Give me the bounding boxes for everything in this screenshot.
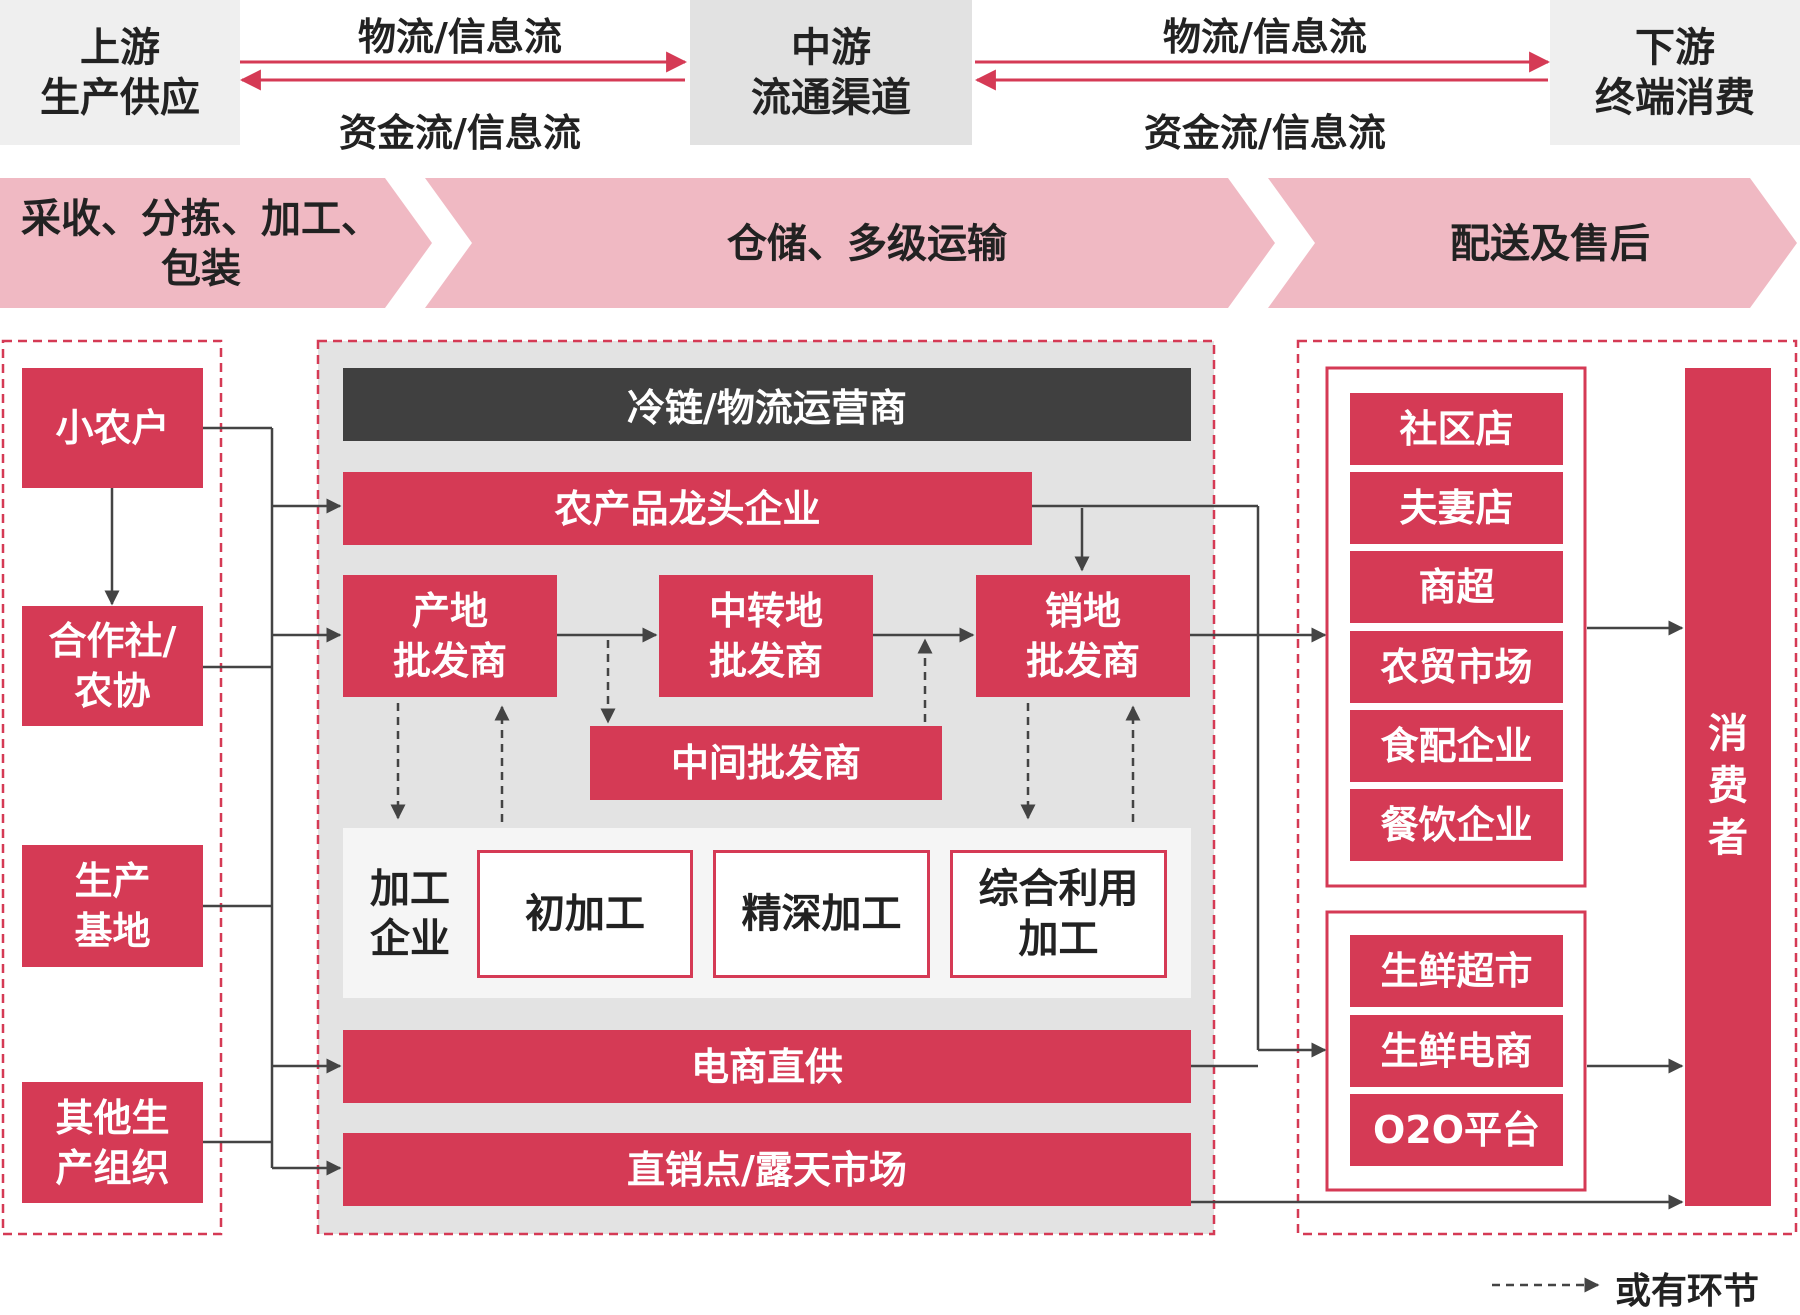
midstream-box: 中游 流通渠道 [690, 0, 972, 145]
chevron-stage-2 [425, 178, 1275, 308]
retail-catering: 餐饮企业 [1350, 789, 1563, 861]
primary-processing: 初加工 [477, 850, 693, 978]
stage-1-label: 采收、分拣、加工、 包装 [21, 196, 381, 292]
leading-enterprise: 农产品龙头企业 [343, 472, 1032, 545]
retail-food-distribution: 食配企业 [1350, 710, 1563, 782]
retail-farmers-market: 农贸市场 [1350, 631, 1563, 703]
flow-label-forward-left: 物流/信息流 [358, 15, 562, 59]
comprehensive-processing: 综合利用 加工 [950, 850, 1167, 978]
flow-label-forward-right: 物流/信息流 [1163, 15, 1367, 59]
producer-other: 其他生 产组织 [22, 1082, 203, 1203]
origin-wholesaler: 产地 批发商 [343, 575, 557, 697]
stage-2-label: 仓储、多级运输 [727, 221, 1007, 267]
producer-smallholder: 小农户 [22, 368, 203, 488]
stage-3-label: 配送及售后 [1450, 221, 1650, 267]
sales-wholesaler: 销地 批发商 [976, 575, 1190, 697]
chevron-stage-3 [1268, 178, 1797, 308]
downstream-box: 下游 终端消费 [1550, 0, 1800, 145]
retail-o2o-platform: O2O平台 [1350, 1094, 1563, 1166]
retail-fresh-supermarket: 生鲜超市 [1350, 935, 1563, 1007]
retail-family-store: 夫妻店 [1350, 472, 1563, 544]
legend-label: 或有环节 [1615, 1271, 1760, 1312]
retail-supermarket: 商超 [1350, 551, 1563, 623]
retail-community-store: 社区店 [1350, 393, 1563, 465]
producer-cooperative: 合作社/ 农协 [22, 606, 203, 726]
chevron-stage-1 [0, 178, 432, 308]
transit-wholesaler: 中转地 批发商 [659, 575, 873, 697]
consumer: 消 费 者 [1685, 368, 1771, 1206]
upstream-box: 上游 生产供应 [0, 0, 240, 145]
retail-fresh-ecommerce: 生鲜电商 [1350, 1015, 1563, 1087]
cold-chain-operator: 冷链/物流运营商 [343, 368, 1191, 441]
flow-label-back-right: 资金流/信息流 [1144, 111, 1386, 155]
direct-sales-market: 直销点/露天市场 [343, 1133, 1191, 1206]
flow-label-back-left: 资金流/信息流 [339, 111, 581, 155]
processing-label: 加工 企业 [370, 866, 450, 962]
ecommerce-direct: 电商直供 [343, 1030, 1191, 1103]
producer-base: 生产 基地 [22, 845, 203, 967]
deep-processing: 精深加工 [713, 850, 930, 978]
intermediate-wholesaler: 中间批发商 [590, 726, 942, 800]
